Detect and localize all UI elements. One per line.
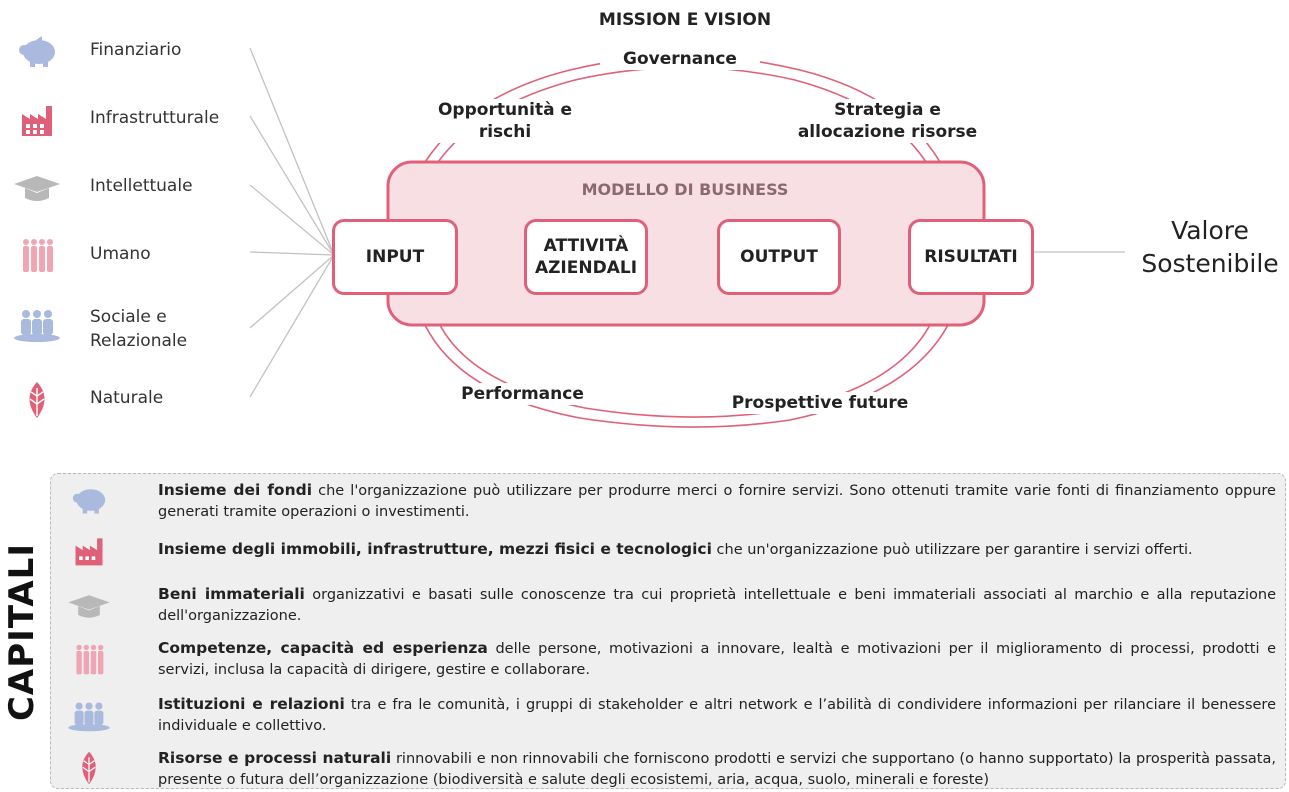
- desc-bold: Beni immateriali: [158, 585, 305, 603]
- desc-text: che un'organizzazione può utilizzare per…: [711, 542, 1193, 558]
- desc-bold: Risorse e processi naturali: [158, 749, 392, 767]
- capital-label: Infrastrutturale: [90, 108, 220, 128]
- performance-label: Performance: [455, 383, 590, 405]
- capitali-panel: [50, 473, 1286, 789]
- desc-sociale: Istituzioni e relazioni tra e fra le com…: [158, 694, 1276, 737]
- output-box: OUTPUT: [717, 219, 841, 295]
- graduation-cap-icon: [68, 595, 110, 618]
- desc-bold: Insieme degli immobili, infrastrutture, …: [158, 540, 712, 558]
- capital-label: Sociale e Relazionale: [90, 307, 188, 351]
- piggy-bank-icon: [19, 36, 55, 67]
- strategia-label: Strategia e allocazione risorse: [790, 99, 985, 143]
- factory-icon: [22, 106, 52, 136]
- capital-label: Finanziario: [90, 40, 182, 60]
- capital-label: Naturale: [90, 388, 164, 408]
- attivita-box: ATTIVITÀ AZIENDALI: [524, 219, 648, 295]
- desc-bold: Insieme dei fondi: [158, 481, 313, 499]
- capital-label: Intellettuale: [90, 176, 193, 196]
- prospettive-label: Prospettive future: [725, 392, 915, 414]
- desc-bold: Competenze, capacità ed esperienza: [158, 639, 488, 657]
- mission-vision-label: MISSION E VISION: [598, 10, 772, 30]
- desc-text: delle persone, motivazioni a innovare, l…: [158, 641, 1276, 678]
- graduation-cap-icon: [14, 176, 60, 201]
- people-icon: [23, 239, 53, 272]
- desc-naturale: Risorse e processi naturali rinnovabili …: [158, 748, 1276, 791]
- desc-text: rinnovabili e non rinnovabili che fornis…: [158, 751, 1276, 788]
- input-box: INPUT: [332, 219, 458, 295]
- people-icon: [76, 644, 104, 675]
- opportunita-label: Opportunità e rischi: [430, 99, 580, 143]
- capital-label: Umano: [90, 244, 151, 264]
- desc-text: tra e fra le comunità, i gruppi di stake…: [158, 697, 1276, 734]
- desc-text: che l'organizzazione può utilizzare per …: [158, 483, 1276, 520]
- capitali-title: CAPITALI: [2, 542, 42, 722]
- desc-infrastrutturale: Insieme degli immobili, infrastrutture, …: [158, 539, 1276, 561]
- connector-lines: [249, 47, 1125, 398]
- factory-icon: [75, 538, 103, 566]
- valore-sostenibile-label: Valore Sostenibile: [1141, 216, 1279, 278]
- desc-bold: Istituzioni e relazioni: [158, 695, 345, 713]
- desc-intellettuale: Beni immateriali organizzativi e basati …: [158, 584, 1276, 627]
- piggy-bank-icon: [72, 489, 106, 514]
- desc-umano: Competenze, capacità ed esperienza delle…: [158, 638, 1276, 681]
- desc-text: organizzativi e basati sulle conoscenze …: [158, 587, 1277, 624]
- desc-finanziario: Insieme dei fondi che l'organizzazione p…: [158, 480, 1276, 523]
- risultati-box: RISULTATI: [908, 219, 1034, 295]
- leaf-icon: [29, 382, 45, 418]
- leaf-icon: [82, 751, 96, 785]
- community-icon: [68, 702, 110, 732]
- business-model-title: MODELLO DI BUSINESS: [581, 180, 789, 199]
- community-icon: [14, 310, 60, 342]
- governance-label: Governance: [600, 48, 760, 70]
